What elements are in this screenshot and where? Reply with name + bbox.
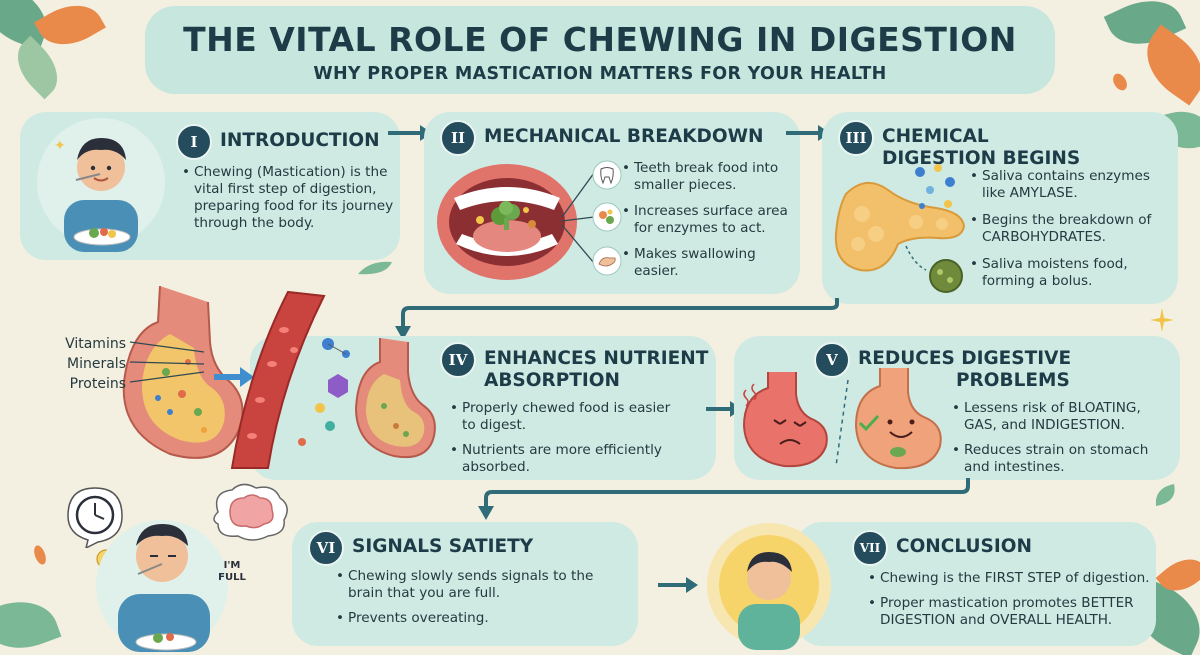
section-heading-line1: ENHANCES NUTRIENT [484,348,709,369]
divider-line [835,379,849,467]
thought-bubble: I'M FULL [210,560,254,584]
numeral-badge: IV [440,342,476,378]
nutrient-label: Minerals [67,356,126,372]
small-stomach-icon [354,338,436,458]
flow-arrow [395,298,839,340]
conclusion-points: Chewing is the FIRST STEP of digestion. … [868,570,1150,635]
nutrient-molecules-icon [298,338,350,446]
pancreas-icon [834,182,966,293]
mouth-icon [437,164,577,280]
sparkle-decoration [1150,308,1174,332]
list-item: Properly chewed food is easier to digest… [450,400,680,434]
panel-chemical-header: III CHEMICAL DIGESTION BEGINS [838,120,1080,170]
check-icon [858,414,880,432]
connector-lines [561,172,595,264]
flow-arrow [658,577,698,593]
list-item: Chewing slowly sends signals to the brai… [336,568,626,602]
happy-stomach-icon [854,368,942,470]
list-item: Saliva moistens food, forming a bolus. [970,256,1172,290]
thought-bubble-text: I'M FULL [218,560,246,583]
food-particles-icon [592,202,622,232]
leaf-decoration [34,0,106,58]
numeral-badge: II [440,120,476,156]
introduction-points: Chewing (Mastication) is the vital first… [182,164,394,238]
nutrient-label: Vitamins [65,336,126,352]
list-item: Begins the breakdown of CARBOHYDRATES. [970,212,1172,246]
section-heading-line2: DIGESTION BEGINS [882,148,1081,169]
nutrient-label: Proteins [69,376,126,392]
person-icon [707,523,831,650]
panel-mechanical-header: II MECHANICAL BREAKDOWN [440,120,764,156]
problems-points: Lessens risk of BLOATING, GAS, and INDIG… [952,400,1174,482]
label-pointer-lines [129,341,205,383]
panel-problems-header: V REDUCES DIGESTIVE PROBLEMS [814,342,1071,392]
person-eating-icon: ✦ [37,118,165,252]
satiety-points: Chewing slowly sends signals to the brai… [336,568,626,633]
mechanical-points: Teeth break food into smaller pieces. In… [622,160,794,286]
section-heading-line2: ABSORPTION [484,370,620,391]
brain-icon [213,483,288,541]
list-item: Chewing is the FIRST STEP of digestion. [868,570,1150,587]
blood-vessel-icon [230,290,326,469]
crumb-decoration [358,261,392,275]
hand-icon [592,246,622,276]
section-heading-line2: PROBLEMS [956,370,1070,391]
section-heading: INTRODUCTION [220,130,380,151]
list-item: Increases surface area for enzymes to ac… [622,203,794,237]
absorption-arrow [214,367,254,387]
crumb-decoration [1155,484,1175,506]
numeral-badge: I [176,124,212,160]
panel-introduction-header: I INTRODUCTION [176,124,380,160]
crumb-decoration [34,545,46,565]
stomach-icon [122,285,244,459]
nutrient-points: Properly chewed food is easier to digest… [450,400,680,482]
list-item: Lessens risk of BLOATING, GAS, and INDIG… [952,400,1174,434]
list-item: Proper mastication promotes BETTER DIGES… [868,595,1150,629]
sad-stomach-icon [742,372,828,468]
section-heading: CONCLUSION [896,536,1032,557]
leaf-decoration [5,35,70,100]
list-item: Teeth break food into smaller pieces. [622,160,794,194]
section-heading-line1: REDUCES DIGESTIVE [858,348,1072,369]
tooth-icon [592,160,622,190]
title-banner: THE VITAL ROLE OF CHEWING IN DIGESTION W… [145,6,1055,94]
list-item: Makes swallowing easier. [622,246,794,280]
section-heading: MECHANICAL BREAKDOWN [484,126,764,147]
numeral-badge: VI [308,530,344,566]
list-item: Prevents overeating. [336,610,626,627]
svg-text:✦: ✦ [54,138,66,154]
person-eating-icon [96,520,228,652]
numeral-badge: III [838,120,874,156]
section-heading: SIGNALS SATIETY [352,536,534,557]
crumb-decoration [1113,73,1127,91]
page-subtitle: WHY PROPER MASTICATION MATTERS FOR YOUR … [313,64,887,84]
panel-conclusion-header: VII CONCLUSION [852,530,1032,566]
list-item: Reduces strain on stomach and intestines… [952,442,1174,476]
numeral-badge: V [814,342,850,378]
numeral-badge: VII [852,530,888,566]
flow-arrow [478,478,970,520]
page-title: THE VITAL ROLE OF CHEWING IN DIGESTION [183,20,1017,59]
chemical-points: Saliva contains enzymes like AMYLASE. Be… [970,168,1172,296]
list-item: Chewing (Mastication) is the vital first… [182,164,394,232]
enzyme-icon [915,164,955,209]
list-item: Saliva contains enzymes like AMYLASE. [970,168,1172,202]
clock-icon [67,487,123,548]
panel-nutrient-header: IV ENHANCES NUTRIENT ABSORPTION [440,342,708,392]
list-item: Nutrients are more efficiently absorbed. [450,442,680,476]
section-heading-line1: CHEMICAL [882,126,989,147]
panel-satiety-header: VI SIGNALS SATIETY [308,530,533,566]
nutrient-labels: Vitamins Minerals Proteins [40,334,126,394]
leaf-decoration [0,589,62,655]
